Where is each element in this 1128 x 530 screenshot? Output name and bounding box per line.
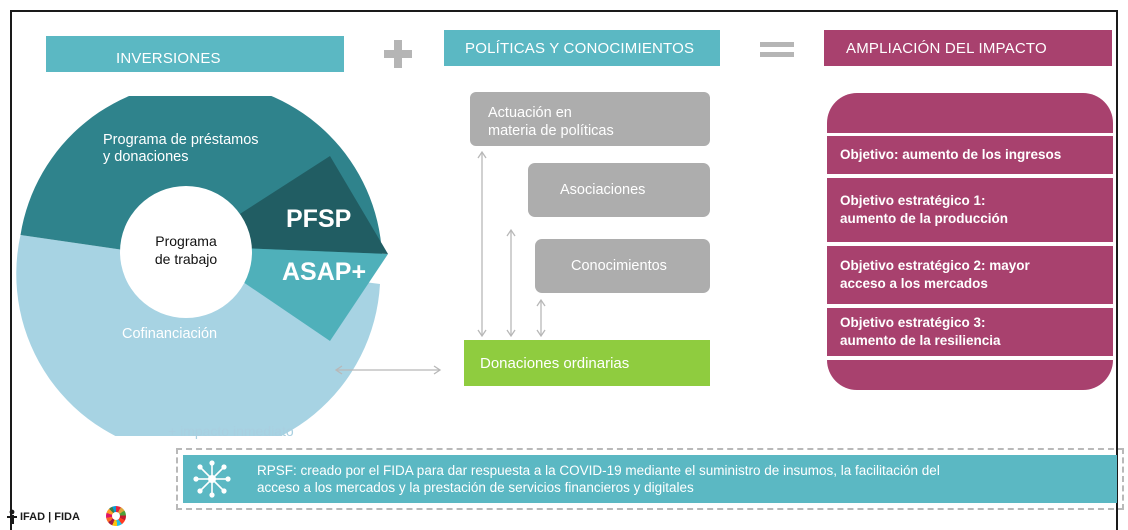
header-ampliacion-label: AMPLIACIÓN DEL IMPACTO xyxy=(846,39,1047,57)
rpsf-dashed-border xyxy=(176,448,1124,510)
header-inversiones-label: INVERSIONES xyxy=(116,49,221,67)
header-politicas: POLÍTICAS Y CONOCIMIENTOS xyxy=(444,30,720,66)
header-politicas-label: POLÍTICAS Y CONOCIMIENTOS xyxy=(465,39,695,57)
box-conocimientos: Conocimientos xyxy=(535,239,710,293)
impacto-inmediato-label: + impacto inmediato xyxy=(168,423,294,439)
objective-produccion: Objetivo estratégico 1: aumento de la pr… xyxy=(827,178,1113,242)
network-icon xyxy=(191,459,233,499)
box-actuacion: Actuación en materia de políticas xyxy=(470,92,710,146)
objective-resiliencia: Objetivo estratégico 3: aumento de la re… xyxy=(827,308,1113,356)
objective-ingresos: Objetivo: aumento de los ingresos xyxy=(827,136,1113,174)
box-asociaciones: Asociaciones xyxy=(528,163,710,217)
objective-mercados: Objetivo estratégico 2: mayor acceso a l… xyxy=(827,246,1113,304)
header-ampliacion: AMPLIACIÓN DEL IMPACTO xyxy=(824,30,1112,66)
rpsf-banner: RPSF: creado por el FIDA para dar respue… xyxy=(183,455,1117,503)
ifad-logo: IFAD | FIDA xyxy=(6,508,80,526)
impact-top-cap xyxy=(827,93,1113,133)
asap-label: ASAP+ xyxy=(282,258,367,286)
prestamos-label: Programa de préstamos y donaciones xyxy=(103,132,259,165)
investment-pie xyxy=(16,96,388,436)
equals-icon xyxy=(760,40,794,60)
center-label: Programa de trabajo xyxy=(154,233,218,267)
ifad-figure-icon xyxy=(7,509,17,524)
sdg-wheel-icon xyxy=(106,506,126,526)
programa-trabajo-circle xyxy=(120,186,252,318)
diagram-frame xyxy=(10,10,1118,530)
pfsp-label: PFSP xyxy=(286,205,352,233)
box-donaciones: Donaciones ordinarias xyxy=(464,340,710,386)
cofinanciacion-label: Cofinanciación xyxy=(122,326,218,342)
impact-bottom-cap xyxy=(827,360,1113,390)
plus-icon xyxy=(380,36,416,72)
header-inversiones: INVERSIONES xyxy=(46,36,344,72)
rpsf-text: RPSF: creado por el FIDA para dar respue… xyxy=(257,463,940,495)
